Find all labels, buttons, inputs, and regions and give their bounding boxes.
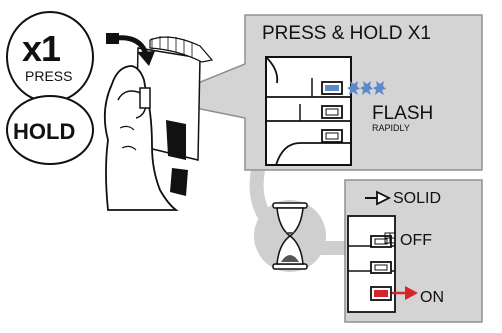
indicator-light-top-blue [321,81,343,95]
result-panel [344,179,483,323]
indicator-light-bottom [321,129,343,143]
hourglass-icon [254,200,326,272]
rapidly-label: RAPIDLY [372,123,410,133]
solid-label: SOLID [393,190,442,207]
indicator-light-middle [321,105,343,119]
on-label: ON [420,289,444,306]
flash-label: FLASH [372,103,434,124]
hold-badge [6,95,94,165]
hand-icon [103,65,179,211]
press-count-label: x1 [22,28,61,69]
result-indicator-bottom-red [370,286,392,301]
off-burst-icon [384,232,396,244]
flash-burst-icon [347,81,386,95]
result-indicator-middle [370,261,392,274]
press-label: PRESS [25,68,73,84]
result-indicator-top [370,235,392,248]
off-label: OFF [400,232,432,249]
on-arrow-icon [392,286,418,300]
hold-label: HOLD [13,119,76,144]
curved-arrow-icon [106,33,155,66]
solid-arrow-icon [365,190,392,206]
callout-title: PRESS & HOLD X1 [262,23,431,44]
